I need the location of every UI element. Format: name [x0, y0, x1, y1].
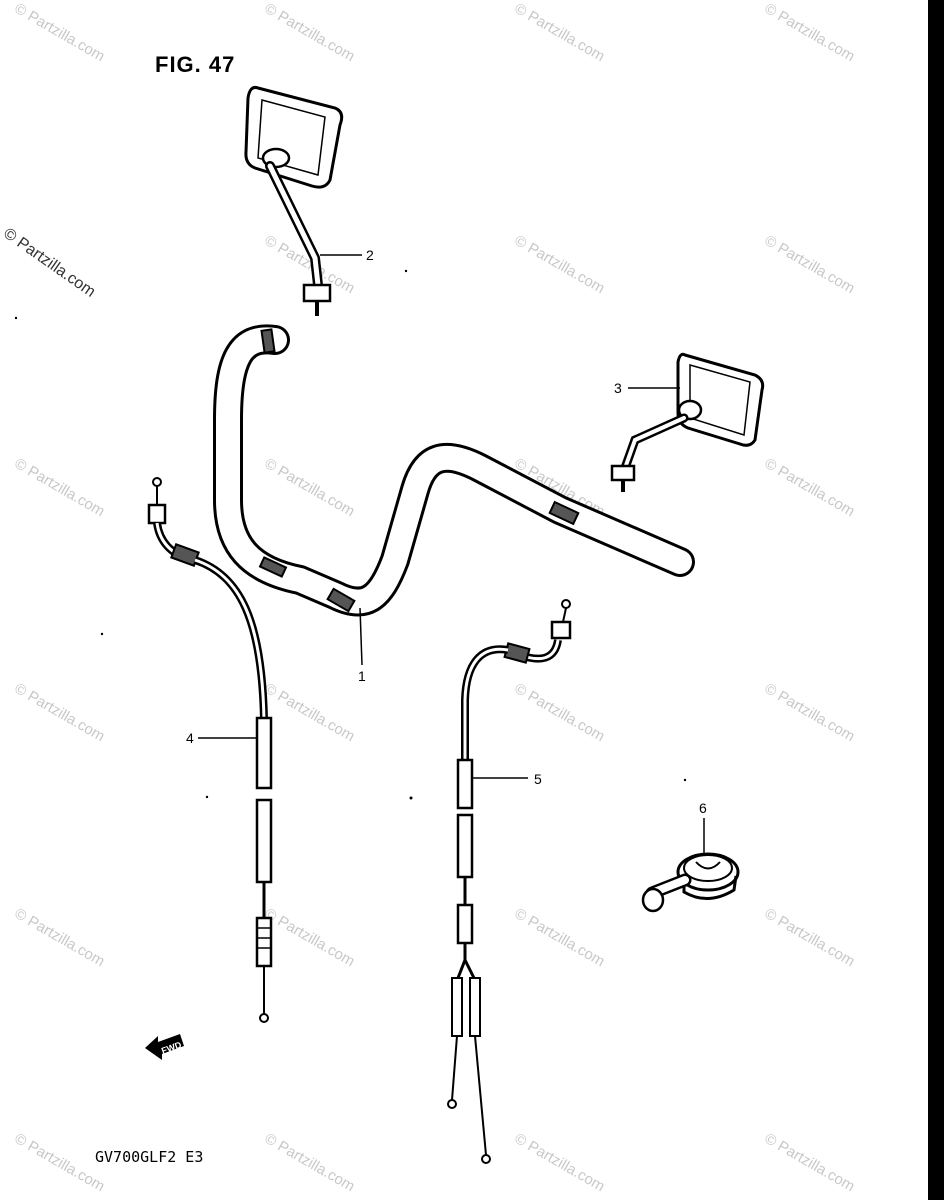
right-mirror[interactable] — [610, 352, 765, 492]
throttle-cable[interactable] — [447, 599, 572, 1164]
callout-6: 6 — [699, 800, 707, 816]
scan-specks — [14, 269, 687, 800]
clutch-cable[interactable] — [147, 477, 273, 1023]
figure-title: FIG. 47 — [155, 52, 236, 77]
callout-2: 2 — [366, 247, 374, 263]
page-edge-bar — [928, 0, 944, 1200]
callout-leaders — [198, 254, 705, 855]
throttle-grip-adjuster[interactable] — [641, 852, 740, 913]
handlebar[interactable] — [213, 324, 695, 617]
callout-5: 5 — [534, 771, 542, 787]
leader-1 — [359, 607, 363, 666]
handlebar-clamp-marks — [258, 328, 580, 613]
left-mirror[interactable] — [244, 86, 344, 316]
fwd-arrow-icon: FWD — [145, 1034, 184, 1060]
callout-1: 1 — [358, 668, 366, 684]
diagram-code: GV700GLF2 E3 — [95, 1148, 204, 1166]
callout-3: 3 — [614, 380, 622, 396]
callout-4: 4 — [186, 730, 194, 746]
